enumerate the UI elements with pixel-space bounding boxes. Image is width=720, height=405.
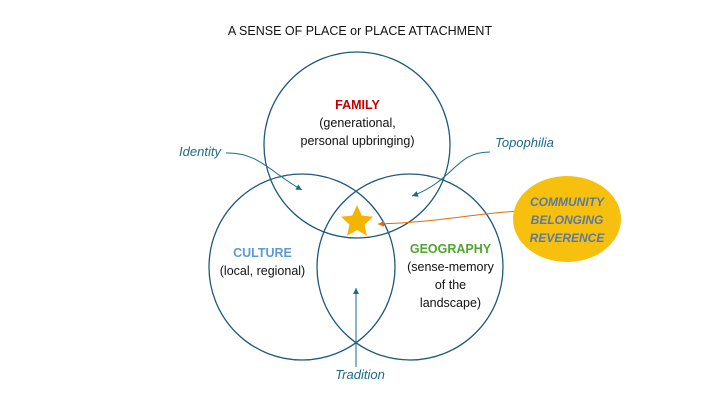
tradition-annotation: Tradition [335,367,385,382]
geography-label: GEOGRAPHY (sense-memory of the landscape… [393,240,508,312]
culture-label: CULTURE (local, regional) [205,244,320,280]
family-subtext-1: (generational, [319,116,396,130]
culture-circle [208,173,396,361]
star-icon [341,205,373,236]
family-subtext-2: personal upbringing) [300,134,415,148]
callout-arrow [377,210,521,227]
identity-annotation: Identity [179,144,221,159]
geography-subtext-1: (sense-memory [407,260,494,274]
callout-line-2: BELONGING [530,213,604,227]
geography-heading: GEOGRAPHY [409,242,492,256]
geography-circle [316,173,504,361]
callout-label: COMMUNITY BELONGING REVERENCE [513,193,621,247]
family-heading: FAMILY [335,98,380,112]
callout-ellipse [513,176,621,262]
diagram-title: A SENSE OF PLACE or PLACE ATTACHMENT [227,24,493,38]
callout-line-1: COMMUNITY [530,195,604,209]
callout-line-3: REVERENCE [529,231,605,245]
culture-subtext-1: (local, regional) [219,264,306,278]
geography-subtext-3: landscape) [419,296,482,310]
identity-arrow [225,152,303,191]
family-label: FAMILY (generational, personal upbringin… [270,96,445,150]
culture-heading: CULTURE [233,246,292,260]
geography-subtext-2: of the [434,278,467,292]
topophilia-annotation: Topophilia [495,135,554,150]
family-circle [263,51,451,239]
topophilia-arrow [411,151,491,197]
